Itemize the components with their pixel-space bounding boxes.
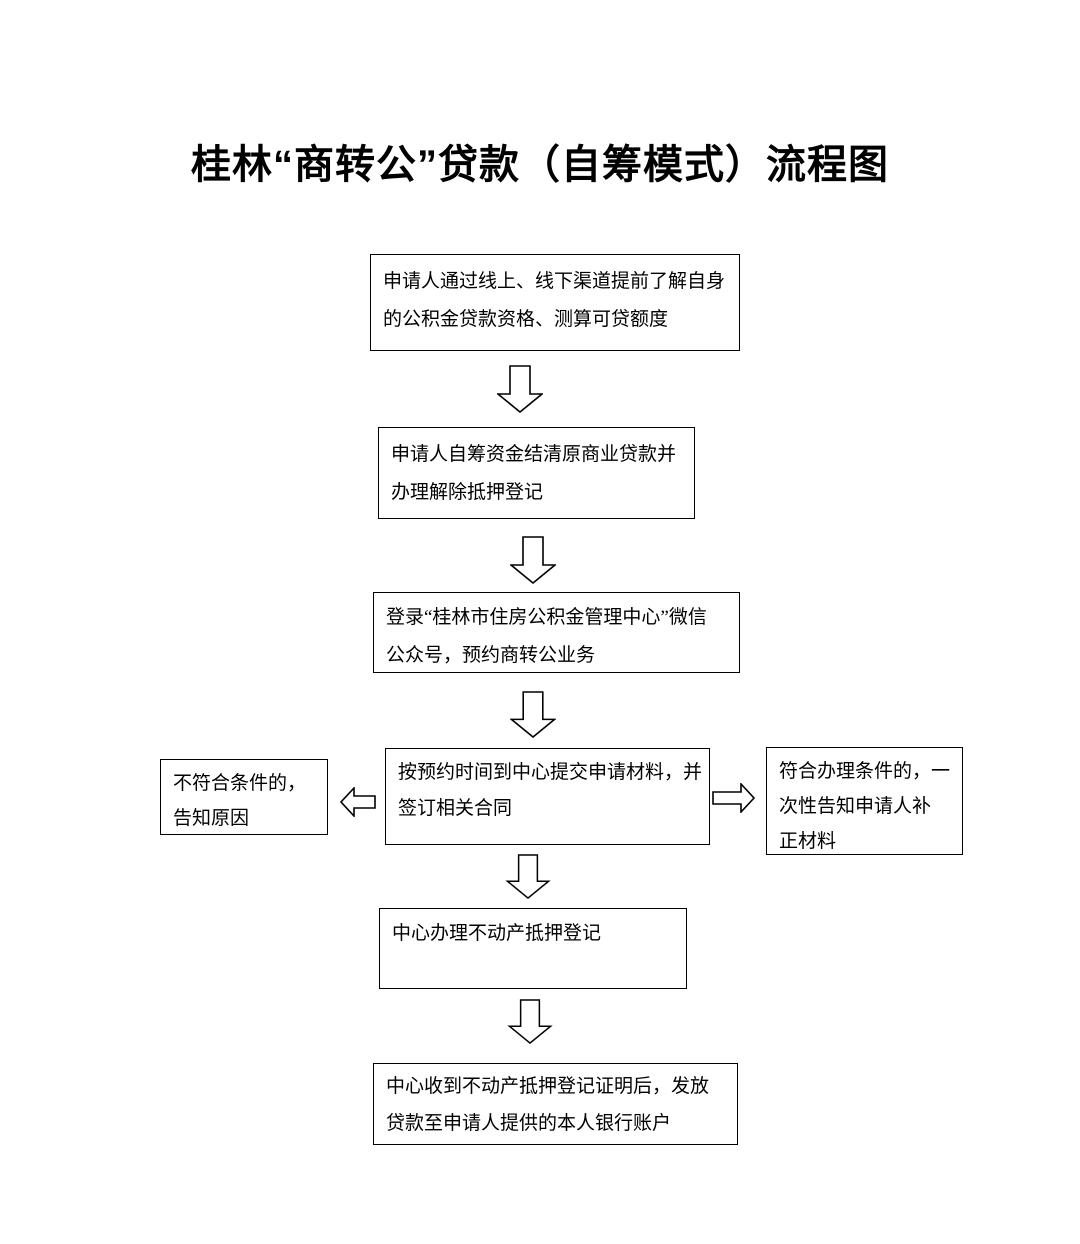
arrow-down-icon	[509, 691, 557, 743]
flow-step-1-text-line: 申请人通过线上、线下渠道提前了解自身	[383, 271, 726, 292]
flow-step-2-box: 申请人自筹资金结清原商业贷款并 办理解除抵押登记	[378, 427, 695, 519]
flow-step-6-text-line: 中心收到不动产抵押登记证明后，发放	[386, 1076, 710, 1097]
flow-step-4-text-line: 按预约时间到中心提交申请材料，并	[398, 762, 703, 783]
flow-step-4-text-line: 签订相关合同	[398, 798, 513, 819]
flow-branch-supplement-text-line: 正材料	[779, 831, 837, 852]
flow-step-3-text-line: 登录“桂林市住房公积金管理中心”微信	[386, 607, 707, 628]
flow-branch-reject-text-line: 不符合条件的，	[173, 773, 307, 794]
flow-step-6-text-line: 贷款至申请人提供的本人银行账户	[386, 1113, 672, 1134]
flow-step-4-box: 按预约时间到中心提交申请材料，并 签订相关合同	[385, 748, 710, 845]
arrow-right-icon	[712, 781, 756, 818]
arrow-down-icon	[508, 536, 558, 589]
flow-branch-reject-box: 不符合条件的， 告知原因	[160, 759, 328, 835]
arrow-down-icon	[505, 854, 551, 904]
flow-branch-reject-text-line: 告知原因	[173, 808, 250, 829]
arrow-down-icon	[507, 999, 553, 1049]
flow-step-2-text-line: 办理解除抵押登记	[391, 482, 544, 503]
flow-step-1-box: 申请人通过线上、线下渠道提前了解自身 的公积金贷款资格、测算可贷额度	[370, 254, 740, 351]
arrow-down-icon	[495, 365, 545, 418]
flow-branch-supplement-text-line: 次性告知申请人补	[779, 796, 932, 817]
arrow-left-icon	[339, 785, 376, 822]
flow-step-3-text-line: 公众号，预约商转公业务	[386, 645, 596, 666]
flow-step-5-text-line: 中心办理不动产抵押登记	[392, 923, 602, 944]
flow-step-5-box: 中心办理不动产抵押登记	[379, 908, 687, 989]
flow-branch-supplement-text-line: 符合办理条件的，一	[779, 761, 951, 782]
flow-step-6-box: 中心收到不动产抵押登记证明后，发放 贷款至申请人提供的本人银行账户	[373, 1063, 738, 1145]
page-title: 桂林“商转公”贷款（自筹模式）流程图	[191, 143, 889, 187]
flow-step-1-text-line: 的公积金贷款资格、测算可贷额度	[383, 309, 669, 330]
flow-branch-supplement-box: 符合办理条件的，一 次性告知申请人补 正材料	[766, 747, 963, 855]
flow-step-2-text-line: 申请人自筹资金结清原商业贷款并	[391, 444, 677, 465]
flow-step-3-box: 登录“桂林市住房公积金管理中心”微信 公众号，预约商转公业务	[373, 592, 740, 673]
